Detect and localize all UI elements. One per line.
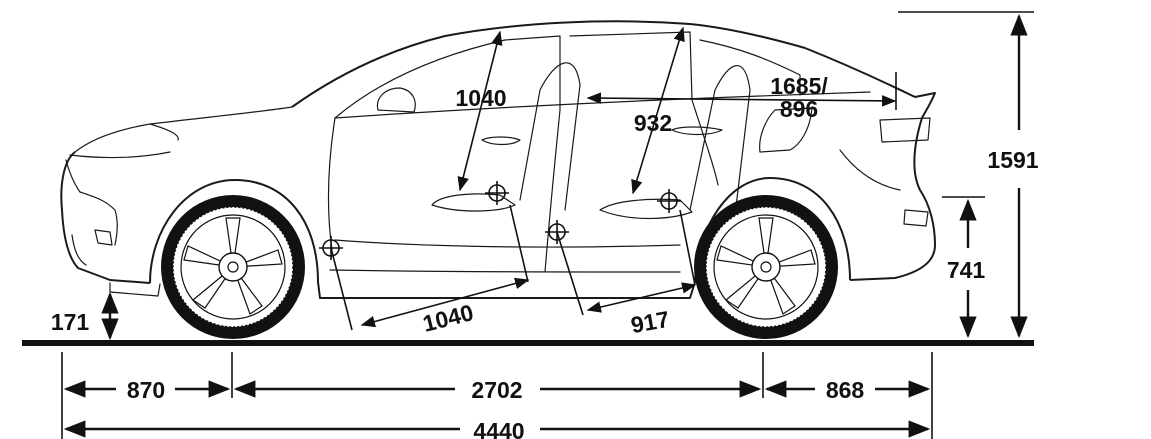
shoulder-room-label-bottom: 896 [780, 96, 818, 122]
car-outline [60, 20, 936, 299]
hip-height-label: 741 [947, 257, 986, 283]
rear-overhang-label: 868 [826, 377, 865, 403]
wheelbase-label: 2702 [471, 377, 522, 403]
overall-height-label: 1591 [987, 147, 1038, 173]
shoulder-room-label-top: 1685/ [770, 73, 828, 99]
front-headroom-label: 1040 [455, 85, 506, 111]
interior-dimension-lines [330, 26, 897, 331]
ground-clearance-label: 171 [51, 309, 90, 335]
crosshair-seat-reference-icon [319, 181, 681, 260]
rear-headroom-label: 932 [634, 110, 672, 136]
front-legroom-label: 1040 [420, 299, 476, 337]
ground-line [22, 340, 1034, 346]
front-overhang-label: 870 [127, 377, 165, 403]
exterior-dimension-lines [61, 11, 1034, 439]
rear-legroom-label: 917 [629, 306, 671, 338]
overall-length-label: 4440 [473, 418, 524, 439]
rear-wheel [694, 195, 838, 339]
front-wheel [161, 195, 305, 339]
